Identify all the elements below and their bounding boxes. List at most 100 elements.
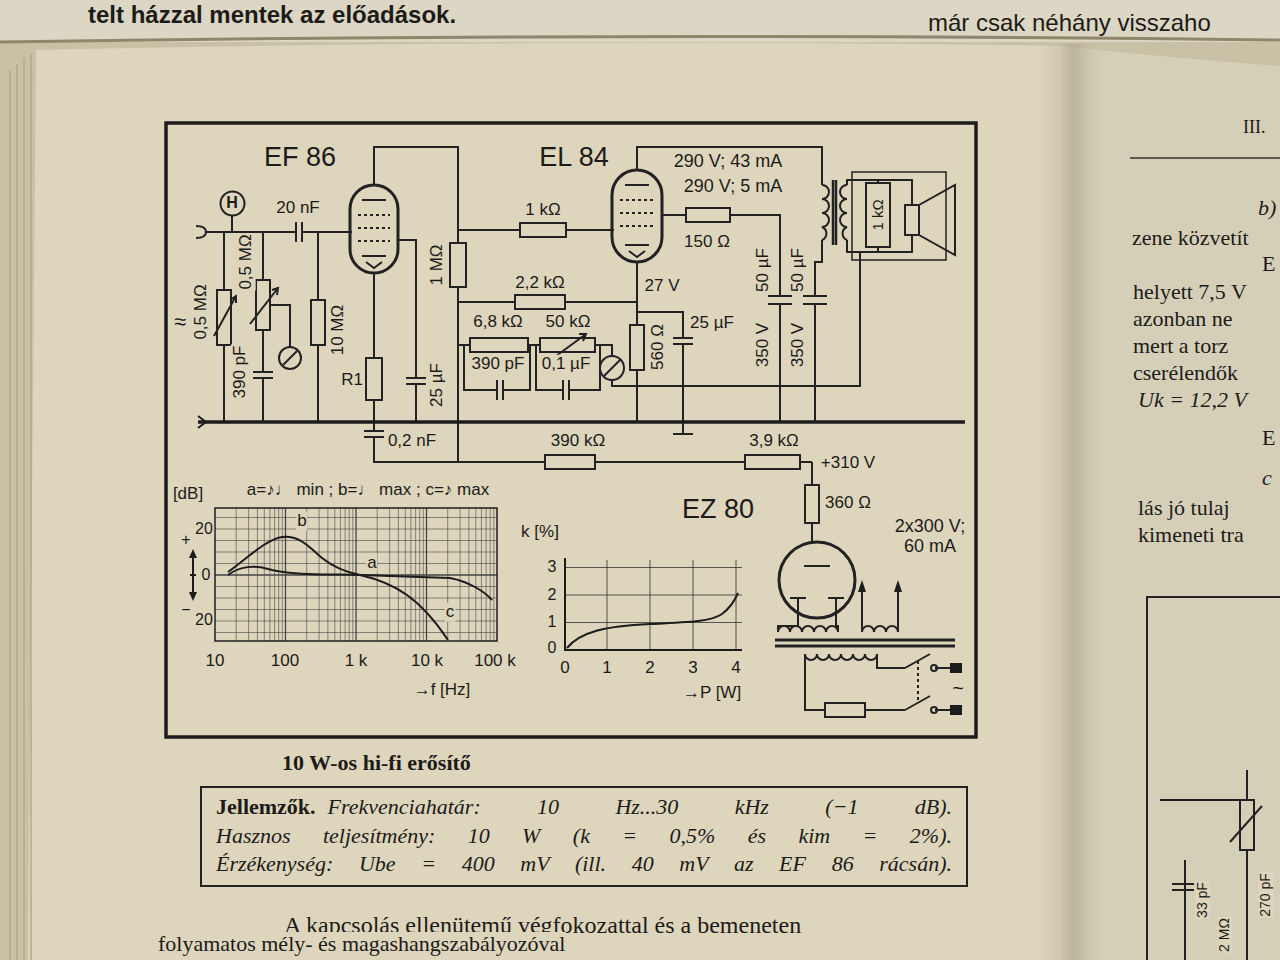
tube-electrodes — [620, 200, 654, 226]
component-label: 0,1 µF — [541, 355, 592, 374]
component-label: ≈ — [173, 310, 187, 334]
component-label: 270 pF — [1258, 872, 1273, 918]
tube-symbol — [350, 185, 398, 273]
spec-line: Hasznos teljesítmény: 10 W (k = 0,5% és … — [216, 822, 952, 851]
page-ground — [1030, 44, 1110, 960]
component-label: 390 pF — [231, 345, 250, 400]
wiring — [877, 654, 950, 668]
wiring — [458, 301, 637, 303]
tube-electrodes — [790, 566, 844, 598]
speaker-symbol — [852, 172, 955, 260]
component-label: 3,9 kΩ — [748, 432, 800, 451]
page-text: már csak néhány visszaho — [928, 10, 1211, 36]
wiring — [847, 180, 860, 252]
component-label: 50 kΩ — [545, 313, 592, 332]
wiring — [398, 240, 426, 422]
chart-label: 10 — [205, 652, 226, 671]
chart-label: 1 — [601, 659, 612, 678]
wiring — [536, 345, 600, 400]
component-label: 1 kΩ — [870, 198, 887, 231]
page-ground — [0, 36, 1280, 42]
circle-outline — [220, 191, 244, 215]
spec-line: Frekvenciahatár: 10 Hz...30 kHz (−1 dB). — [328, 793, 952, 822]
chart-label: →f [Hz] — [413, 681, 472, 700]
wiring — [464, 345, 530, 400]
component-label: 1 MΩ — [428, 243, 447, 286]
right-page-schematic — [1240, 800, 1254, 850]
wiring — [673, 422, 693, 434]
chart-label: 3 — [547, 558, 558, 576]
schematic-frame — [166, 123, 976, 737]
page-ground — [1130, 157, 1280, 159]
chart-label: c — [445, 603, 456, 622]
page-text: azonban ne — [1133, 307, 1233, 331]
page-text: III. — [1243, 118, 1265, 138]
tube-symbol — [612, 170, 662, 262]
distortion-chart — [567, 593, 738, 648]
frequency-chart-grid — [215, 508, 497, 641]
wiring — [458, 462, 812, 542]
right-page-schematic — [1172, 860, 1194, 960]
specification-box: Jellemzők. Frekvenciahatár: 10 Hz...30 kH… — [200, 786, 968, 887]
wiring — [636, 262, 638, 422]
wiring — [206, 222, 352, 242]
resistor-symbol — [366, 358, 382, 400]
resistor-symbol — [545, 455, 595, 469]
box-heading: Jellemzők. — [216, 793, 316, 822]
page-text: zene közvetít — [1132, 226, 1249, 250]
component-label: 290 V; 5 mA — [683, 177, 783, 197]
marker-letter: H — [226, 195, 238, 211]
terminal-symbol — [858, 580, 866, 592]
potentiometer-wiper — [214, 296, 236, 336]
chart-label: 20 — [194, 611, 214, 629]
chart-label: b — [296, 512, 307, 531]
chart-label: 0 — [559, 659, 570, 678]
mains-transformer — [775, 626, 955, 713]
potentiometer-wiper — [250, 288, 278, 324]
resistor-symbol — [470, 338, 528, 352]
chart-label: − — [180, 601, 191, 619]
schematic-frame — [166, 123, 976, 737]
component-label: EL 84 — [538, 143, 610, 173]
output-transformer — [833, 180, 836, 245]
chart-label: [dB] — [172, 485, 204, 504]
component-label: EZ 80 — [681, 495, 755, 525]
component-label: 2,2 kΩ — [514, 274, 566, 293]
meter-symbol — [283, 351, 297, 365]
chart-label: →P [W] — [682, 684, 742, 703]
component-label: ~ — [951, 677, 965, 699]
right-page-schematic — [1230, 770, 1262, 960]
terminal-symbol — [858, 580, 962, 715]
output-transformer — [822, 185, 829, 240]
component-label: 350 V — [789, 322, 808, 368]
component-label: 360 Ω — [824, 494, 872, 513]
frequency-chart — [190, 552, 196, 598]
component-label: 33 pF — [1195, 881, 1210, 919]
right-page-schematic — [1147, 597, 1280, 960]
terminal-symbol — [950, 663, 962, 673]
resistor-symbol — [825, 703, 865, 717]
wiring — [196, 147, 950, 710]
chart-arrowhead — [189, 549, 197, 601]
wiring — [374, 147, 458, 462]
component-label: 350 V — [754, 322, 773, 368]
tube-electrodes — [358, 185, 844, 598]
page-text: cserélendők — [1133, 361, 1238, 385]
distortion-chart — [565, 558, 742, 650]
component-label: 290 V; 43 mA — [673, 152, 783, 172]
jack-marker-circle: H — [219, 190, 246, 217]
component-label: 1 kΩ — [524, 201, 561, 220]
component-label: 150 Ω — [683, 233, 731, 252]
component-label: 0,5 MΩ — [192, 283, 211, 340]
meter-symbol — [604, 359, 621, 376]
chart-label: a=♪♩ min ; b=♩ max ; c=♪ max — [246, 481, 490, 500]
chart-label: 2 — [547, 586, 558, 604]
wiring — [612, 252, 860, 386]
chart-arrowhead — [189, 549, 197, 558]
chart-label: 20 — [194, 520, 214, 538]
output-transformer — [822, 180, 847, 245]
page-text: c — [1262, 466, 1272, 490]
component-label: R1 — [340, 371, 364, 390]
